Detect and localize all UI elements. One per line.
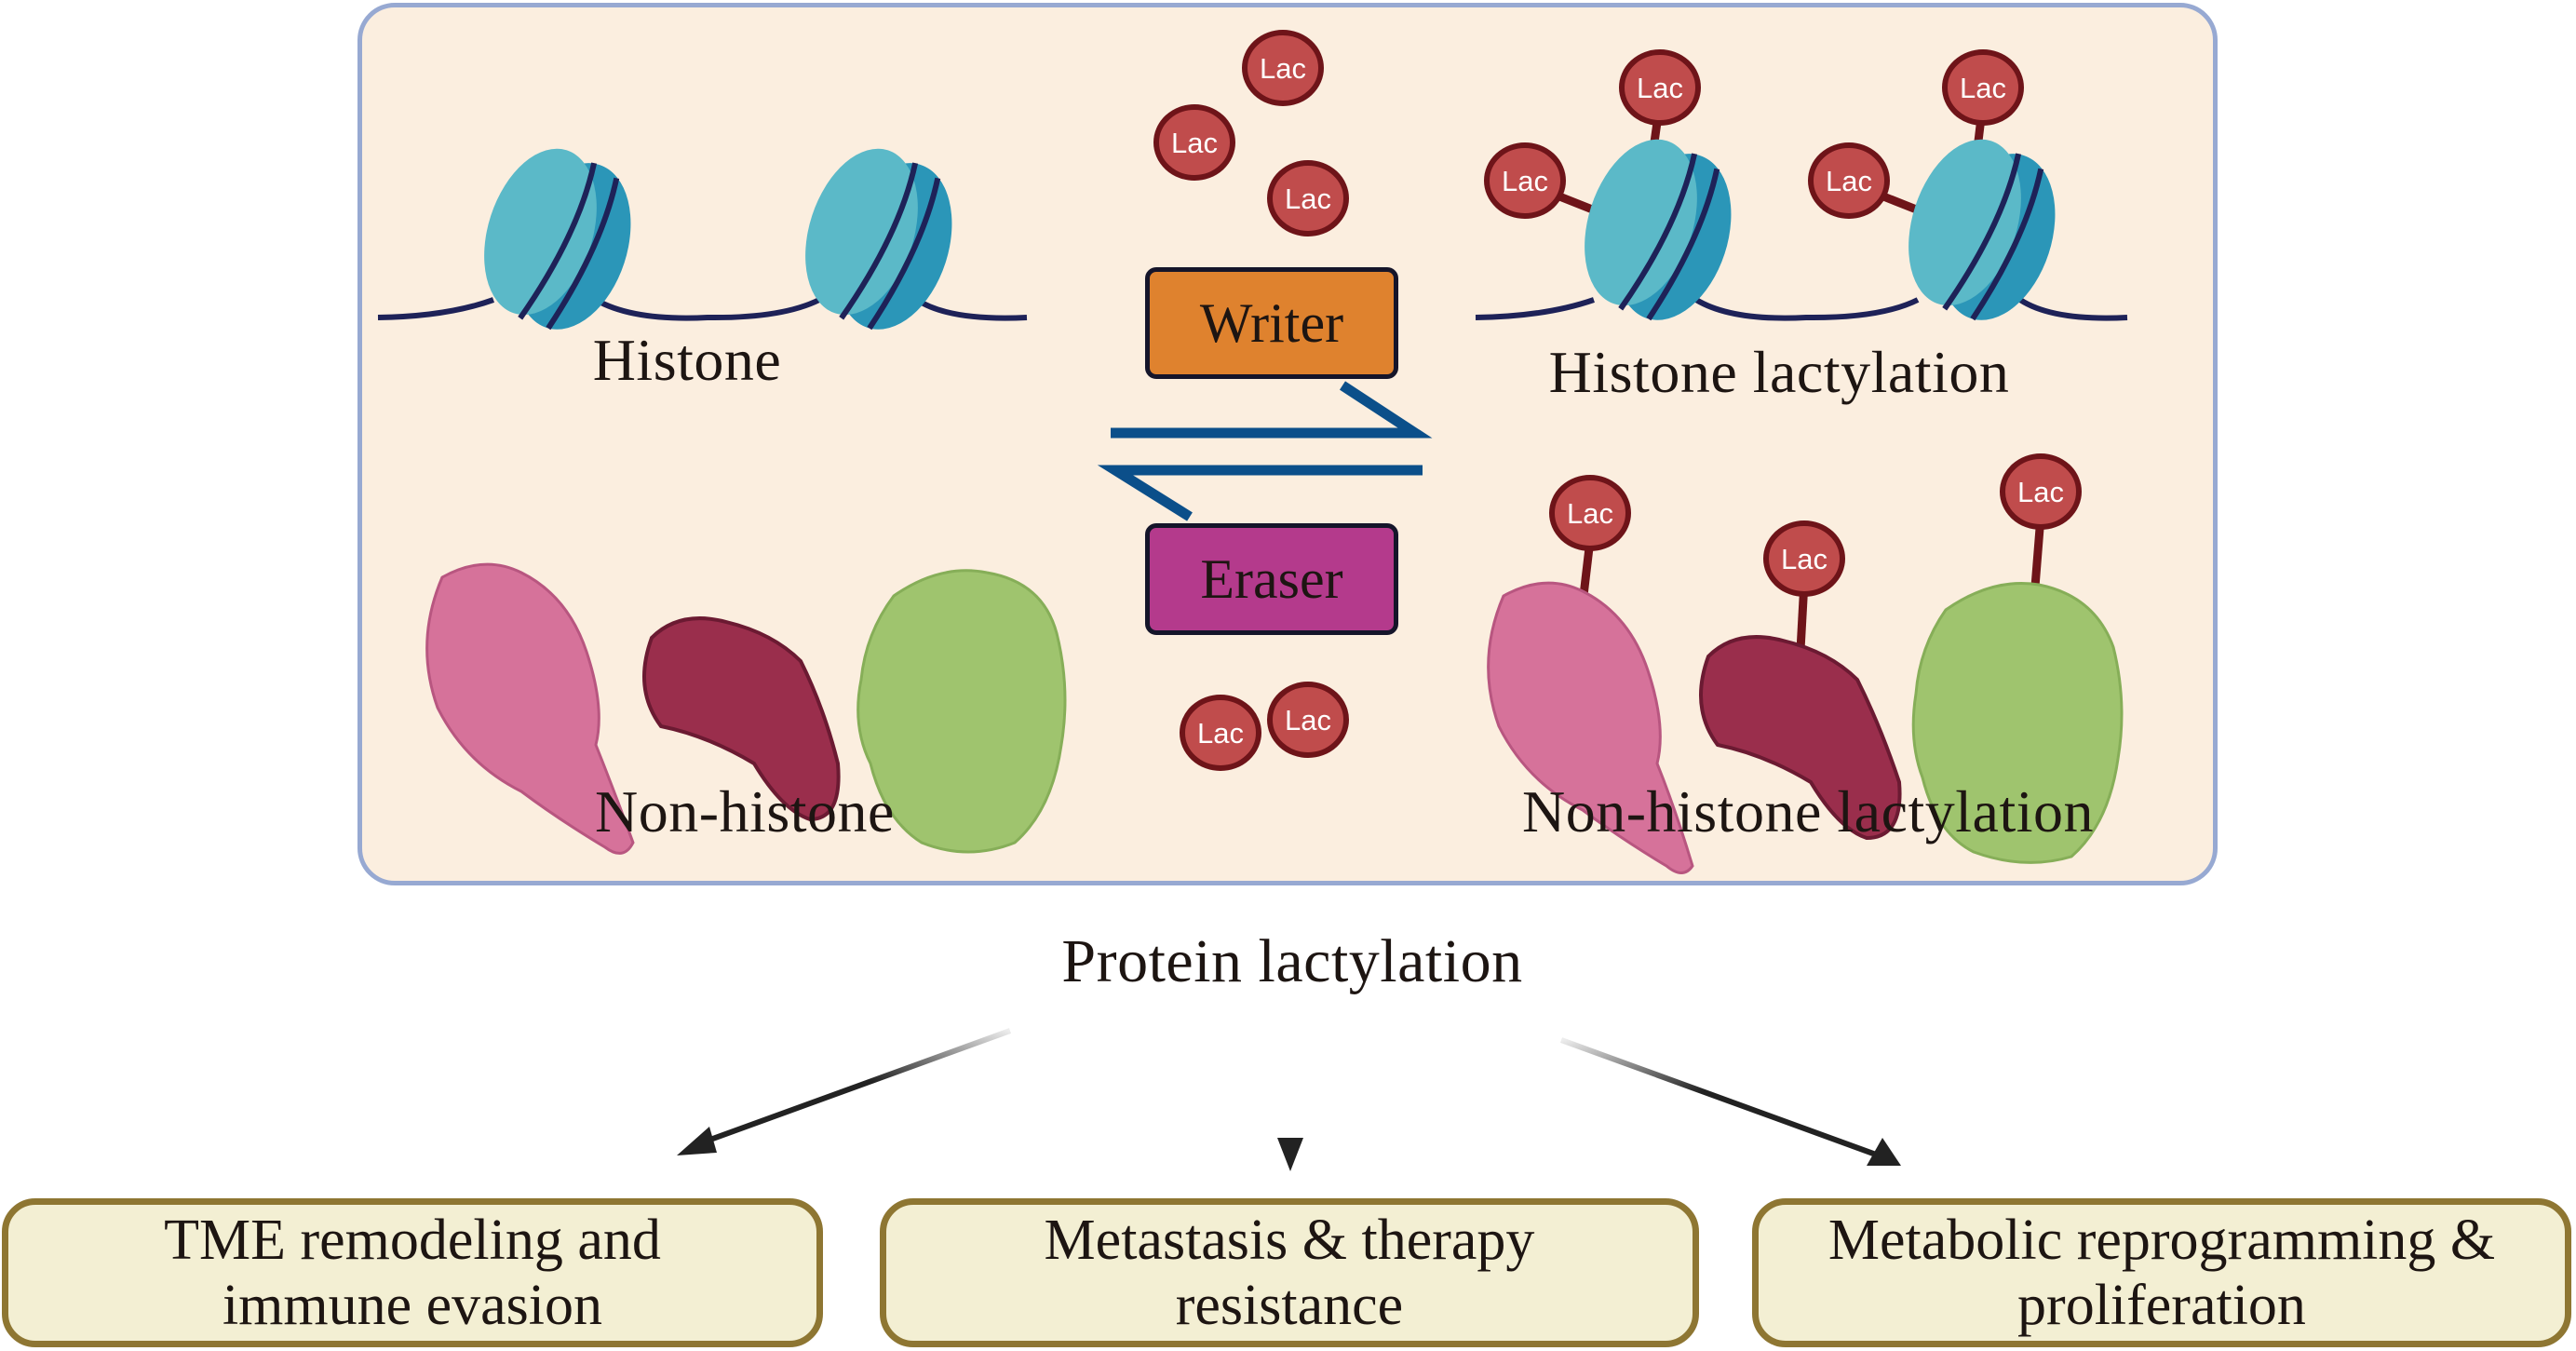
lac-circle bbox=[2000, 453, 2082, 530]
lac-marker: Lac bbox=[2000, 453, 2082, 530]
histone-lactylation-label: Histone lactylation bbox=[1548, 339, 2010, 405]
histone-illustration bbox=[377, 134, 1028, 345]
arrowhead bbox=[677, 1127, 717, 1155]
outcome-line: immune evasion bbox=[222, 1274, 603, 1337]
lac-circle bbox=[1808, 142, 1890, 219]
lac-marker: Lac bbox=[1808, 142, 1890, 219]
protein-pink bbox=[425, 562, 635, 855]
eraser-box: Eraser bbox=[1145, 523, 1398, 635]
non-histone-proteins bbox=[425, 562, 1067, 855]
lac-circle bbox=[1180, 695, 1261, 771]
outcome-line: proliferation bbox=[2017, 1274, 2306, 1337]
eraser-label: Eraser bbox=[1200, 548, 1343, 610]
writer-box: Writer bbox=[1145, 267, 1398, 379]
lac-text: Lac bbox=[1781, 543, 1827, 575]
lac-text: Lac bbox=[1960, 72, 2006, 104]
reverse-arrow bbox=[1097, 465, 1423, 521]
outcome-box-metabolic: Metabolic reprogramming &proliferation bbox=[1752, 1198, 2571, 1347]
lac-marker: Lac bbox=[1180, 695, 1261, 771]
lac-text: Lac bbox=[1826, 165, 1872, 197]
lac-marker: Lac bbox=[1549, 475, 1631, 551]
protein-green bbox=[856, 569, 1067, 854]
outcome-line: TME remodeling and bbox=[164, 1209, 661, 1272]
lac-circle bbox=[1484, 142, 1566, 219]
protein-lactylation-label: Protein lactylation bbox=[1061, 927, 1523, 995]
lac-marker: Lac bbox=[1484, 142, 1566, 219]
arrowhead bbox=[1277, 1138, 1303, 1171]
lac-marker: Lac bbox=[1242, 30, 1324, 106]
non-histone-lactylation-proteins bbox=[1487, 516, 2124, 874]
lac-text: Lac bbox=[1260, 52, 1306, 85]
forward-arrow bbox=[1111, 381, 1433, 439]
lac-text: Lac bbox=[1285, 704, 1331, 736]
lac-circle bbox=[1242, 30, 1324, 106]
protein-green bbox=[1911, 582, 2124, 864]
nucleosome bbox=[1564, 125, 1753, 335]
lac-circle bbox=[1619, 49, 1701, 126]
lac-text: Lac bbox=[1197, 717, 1244, 750]
lac-text: Lac bbox=[1637, 72, 1683, 104]
lac-text: Lac bbox=[1502, 165, 1548, 197]
lac-marker: Lac bbox=[1619, 49, 1701, 126]
outcome-line: resistance bbox=[1175, 1274, 1404, 1337]
protein-maroon bbox=[642, 616, 841, 822]
lac-text: Lac bbox=[1285, 182, 1331, 215]
protein-pink bbox=[1487, 581, 1694, 874]
dna-strand bbox=[1475, 297, 2128, 321]
arrow-to-tme bbox=[698, 1028, 1012, 1146]
lac-text: Lac bbox=[2017, 476, 2064, 508]
histone-label: Histone bbox=[592, 327, 782, 393]
writer-label: Writer bbox=[1199, 292, 1344, 354]
protein-maroon bbox=[1699, 635, 1902, 841]
lac-circle bbox=[1549, 475, 1631, 551]
lac-text: Lac bbox=[1567, 497, 1613, 530]
lac-marker: Lac bbox=[1942, 49, 2024, 126]
lac-marker: Lac bbox=[1153, 104, 1235, 181]
lac-circle bbox=[1267, 160, 1349, 236]
lac-circle bbox=[1942, 49, 2024, 126]
dna-strand bbox=[377, 297, 1028, 321]
arrowhead bbox=[1867, 1138, 1901, 1166]
non-histone-label: Non-histone bbox=[595, 778, 895, 844]
equilibrium-arrows bbox=[1097, 381, 1433, 521]
lac-marker: Lac bbox=[1763, 520, 1845, 597]
lac-marker: Lac bbox=[1267, 682, 1349, 758]
arrow-to-metabolic bbox=[1559, 1037, 1878, 1157]
lac-text: Lac bbox=[1171, 127, 1218, 159]
lac-circle bbox=[1153, 104, 1235, 181]
outcome-line: Metastasis & therapy bbox=[1044, 1209, 1535, 1272]
lac-circle bbox=[1763, 520, 1845, 597]
lac-circle bbox=[1267, 682, 1349, 758]
outcome-arrows bbox=[677, 1024, 1901, 1171]
lac-marker: Lac bbox=[1267, 160, 1349, 236]
outcome-line: Metabolic reprogramming & bbox=[1827, 1209, 2496, 1272]
histone-lactylation-illustration bbox=[1475, 101, 2128, 335]
non-histone-lactylation-label: Non-histone lactylation bbox=[1521, 778, 2095, 844]
